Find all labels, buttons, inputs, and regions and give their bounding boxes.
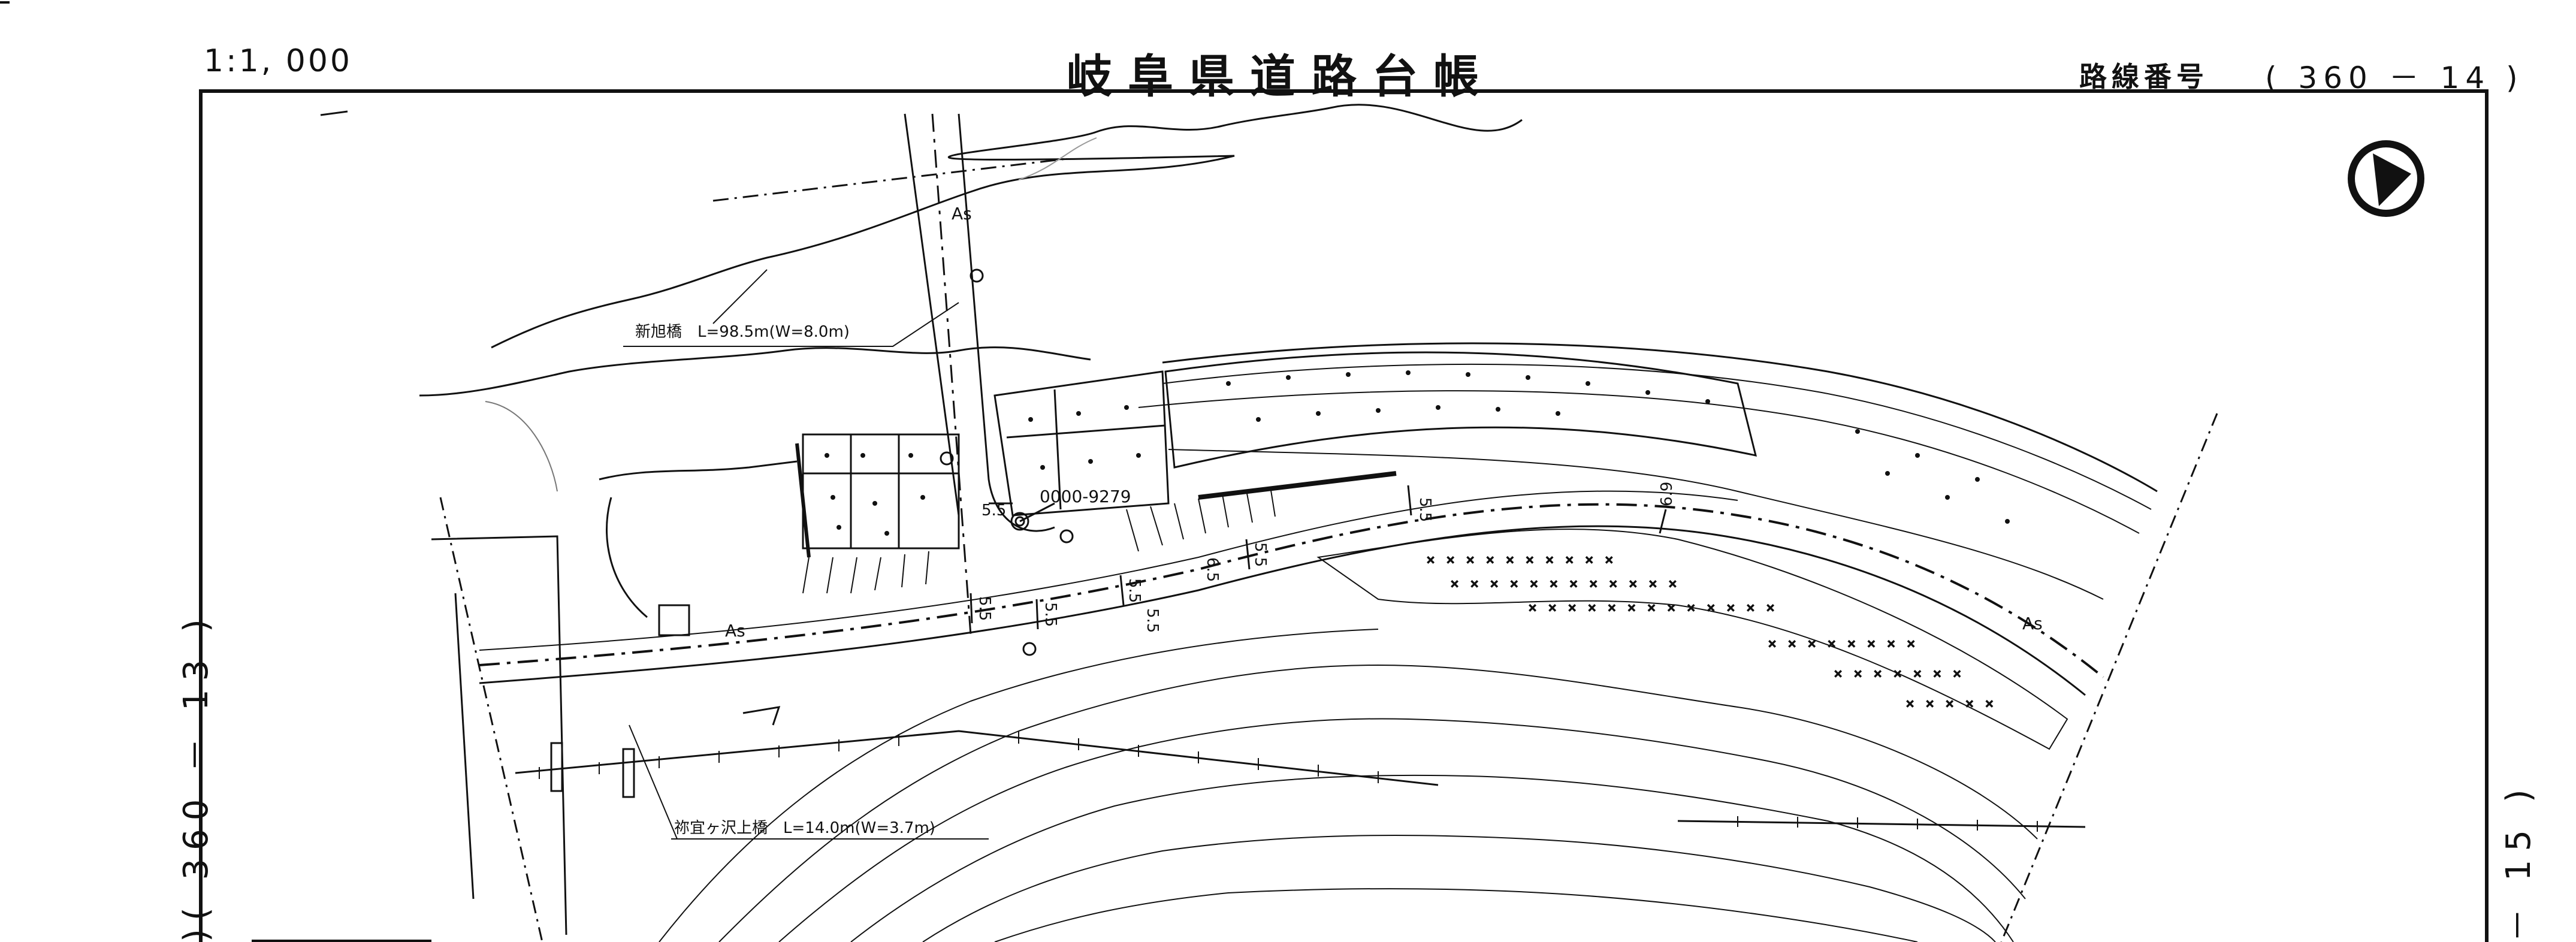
- driveway-hatching: [802, 486, 1276, 594]
- surface-label-1: As: [952, 204, 972, 224]
- width-label: 5.5: [1416, 497, 1434, 522]
- north-arrow-icon: [2348, 140, 2424, 217]
- parcel-block-1: [802, 433, 960, 550]
- parcel-block-3: [1164, 351, 1757, 469]
- bridge-label-2: 祢宜ヶ沢上橋 L=14.0m(W=3.7m): [674, 819, 935, 837]
- slope-cross-pattern: × × × × × × × × × × × × × × × × × × × × …: [1426, 553, 1994, 711]
- parcel-block-2: [993, 370, 1170, 517]
- left-structures: [431, 460, 798, 935]
- route-number-label: 路線番号: [2079, 61, 2209, 93]
- page-title: 岐阜県道路台帳: [1067, 50, 1494, 103]
- width-label: 6.9: [1658, 482, 1676, 506]
- svg-text:× × × × × × × × × × × × ×: × × × × × × × × × × × × ×: [1528, 602, 1775, 614]
- side-road-right: [958, 113, 1055, 532]
- side-road-left: [904, 113, 960, 516]
- fence-line-1: [515, 730, 1439, 786]
- width-label: 5.5: [1143, 608, 1161, 633]
- control-point-icon: [1010, 512, 1029, 531]
- map-frame: [199, 89, 2489, 942]
- fence-line-2: [1677, 820, 2086, 828]
- width-label: 5.5: [1251, 542, 1269, 567]
- svg-text:× × × × × × × × × ×: × × × × × × × × × ×: [1426, 554, 1614, 566]
- marker-id-label: 0000-9279: [1040, 487, 1131, 506]
- svg-text:× × × × ×: × × × × ×: [1905, 698, 1994, 710]
- terrain-contours: [659, 629, 2038, 942]
- slope-area: [1316, 529, 2068, 750]
- section-line-right: [2000, 413, 2218, 942]
- map-scale: 1:1, 000: [204, 43, 352, 79]
- svg-text:× × × × × × × × × × × ×: × × × × × × × × × × × ×: [1450, 578, 1677, 590]
- river-bank-upper: [491, 104, 1523, 349]
- surface-label-2: As: [725, 621, 745, 641]
- river-bank-lower: [419, 346, 1091, 397]
- surface-label-3: As: [2022, 614, 2043, 633]
- road-edge-upper: [1162, 342, 2158, 493]
- survey-markers: [940, 268, 1074, 656]
- svg-text:× × × × × × ×: × × × × × × ×: [1834, 668, 1962, 680]
- width-label: 5.5: [976, 596, 993, 621]
- bridge-label-1: 新旭橋 L=98.5m(W=8.0m): [635, 323, 850, 341]
- road-centerline: [479, 503, 2104, 678]
- width-label: 6.5: [1203, 557, 1221, 582]
- width-label: 5.5: [1125, 578, 1143, 603]
- side-road-centerline: [931, 113, 972, 636]
- width-label: 5.5: [1041, 602, 1059, 627]
- dot-pattern: [825, 370, 2010, 536]
- section-line-left: [439, 497, 543, 942]
- width-label: 5.5: [982, 502, 1006, 520]
- svg-text:× × × × × × × ×: × × × × × × × ×: [1768, 638, 1916, 650]
